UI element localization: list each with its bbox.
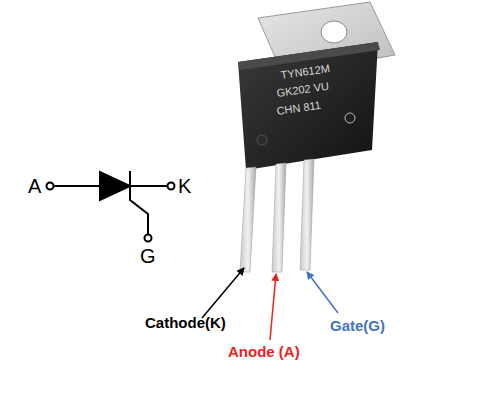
- terminal-name: K: [178, 176, 191, 196]
- pin-label: Cathode(K): [145, 315, 226, 330]
- pin-label: Gate(G): [330, 318, 385, 333]
- pin-label: Anode (A): [228, 344, 300, 359]
- terminal-name: G: [140, 246, 156, 266]
- to220-package: [238, 2, 395, 272]
- terminal-name: A: [28, 176, 41, 196]
- scr-symbol: [47, 171, 175, 242]
- leader-arrow: [270, 274, 276, 340]
- leader-arrow: [202, 268, 244, 318]
- leader-arrow: [307, 272, 338, 313]
